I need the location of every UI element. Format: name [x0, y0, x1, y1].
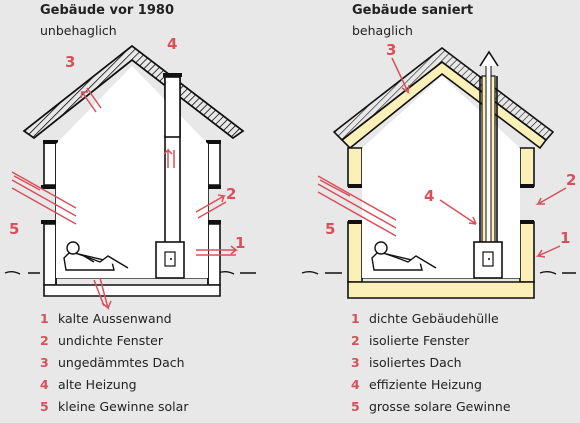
old-callout-2: 2: [226, 185, 236, 203]
new-arrows: [317, 57, 567, 258]
new-callout-3: 3: [386, 41, 396, 59]
old-legend-item-4: 4 alte Heizung: [40, 377, 137, 392]
new-legend: 1 dichte Gebäudehülle 2 isolierte Fenste…: [351, 308, 511, 418]
new-callout-5: 5: [325, 220, 335, 238]
old-callout-4: 4: [167, 35, 177, 53]
new-legend-item-3: 3 isoliertes Dach: [351, 355, 462, 370]
new-legend-item-2: 2 isolierte Fenster: [351, 333, 470, 348]
old-callouts: 3 4 2 1 5: [9, 35, 245, 252]
right-panel-title: Gebäude saniert: [352, 3, 474, 18]
new-person: [371, 241, 437, 271]
old-callout-3: 3: [65, 53, 75, 71]
old-legend-item-2: 2 undichte Fenster: [40, 333, 163, 348]
new-roof: [332, 46, 555, 142]
old-house: [4, 44, 256, 297]
new-callout-1: 1: [560, 229, 570, 247]
old-legend-item-1: 1 kalte Aussenwand: [40, 311, 172, 326]
old-heat-loss-arrows: [11, 87, 239, 311]
right-panel-subtitle: behaglich: [352, 23, 413, 38]
old-callout-5: 5: [9, 220, 19, 238]
new-callout-4: 4: [424, 187, 434, 205]
old-callout-1: 1: [235, 234, 245, 252]
left-panel-subtitle: unbehaglich: [40, 23, 117, 38]
old-legend-item-5: 5 kleine Gewinne solar: [40, 399, 189, 414]
old-legend-item-3: 3 ungedämmtes Dach: [40, 355, 185, 370]
new-callout-2: 2: [566, 171, 576, 189]
new-legend-item-1: 1 dichte Gebäudehülle: [351, 311, 499, 326]
left-panel-title: Gebäude vor 1980: [40, 3, 174, 18]
new-legend-item-4: 4 effiziente Heizung: [351, 377, 482, 392]
new-house: [301, 46, 576, 299]
old-legend: 1 kalte Aussenwand 2 undichte Fenster 3 …: [40, 308, 188, 418]
new-callouts: 3 4 2 1 5: [325, 41, 576, 247]
old-person: [63, 241, 129, 271]
new-legend-item-5: 5 grosse solare Gewinne: [351, 399, 511, 414]
